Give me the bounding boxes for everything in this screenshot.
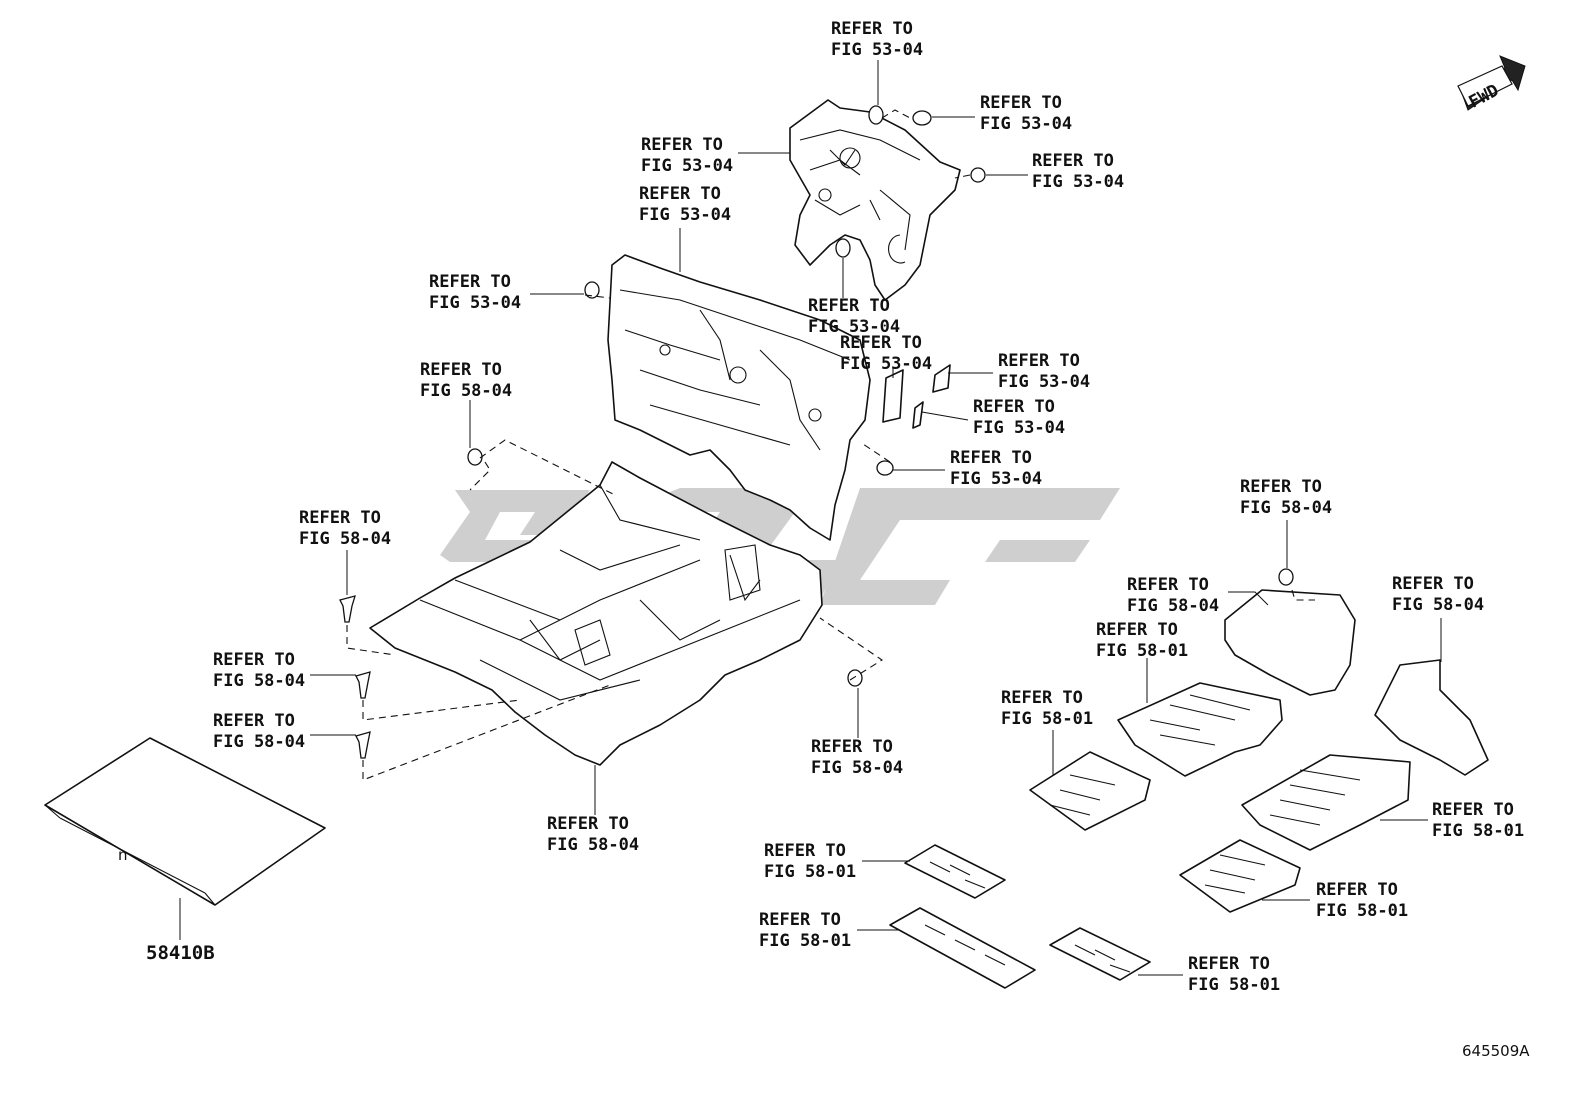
dash-silencer-lower [607, 254, 871, 541]
callout-line1: REFER TO [759, 910, 841, 930]
callout-line1: REFER TO [429, 272, 511, 292]
callout-line1: REFER TO [1316, 880, 1398, 900]
callout-fig: FIG 58-04 [213, 671, 305, 691]
callout-fig: FIG 58-04 [547, 835, 639, 855]
figure-id: 645509A [1462, 1042, 1530, 1060]
callout-fig: FIG 53-04 [980, 114, 1072, 134]
callout-line1: REFER TO [213, 711, 295, 731]
callout-line1: REFER TO [299, 508, 381, 528]
floor-silencer-pads [889, 589, 1489, 989]
callout-line1: REFER TO [840, 333, 922, 353]
callout-fig: FIG 53-04 [831, 40, 923, 60]
callout-line1: REFER TO [213, 650, 295, 670]
callout-fig: FIG 58-01 [764, 862, 856, 882]
callout-line1: REFER TO [998, 351, 1080, 371]
callout-fig: FIG 58-04 [1392, 595, 1484, 615]
callout-line1: REFER TO [764, 841, 846, 861]
dash-silencer-upper [789, 99, 961, 301]
callout-line1: REFER TO [420, 360, 502, 380]
callout-line1: REFER TO [1001, 688, 1083, 708]
callout-fig: FIG 53-04 [950, 469, 1042, 489]
callout-line1: REFER TO [950, 448, 1032, 468]
callout-line1: REFER TO [547, 814, 629, 834]
callout-fig: FIG 58-01 [1432, 821, 1524, 841]
callout-fig: FIG 58-04 [1127, 596, 1219, 616]
callout-line1: REFER TO [1392, 574, 1474, 594]
part-number: 58410B [146, 942, 215, 964]
small-sheets [882, 364, 951, 429]
callout-fig: FIG 58-04 [299, 529, 391, 549]
luggage-mat: n [44, 737, 326, 906]
callout-fig: FIG 53-04 [840, 354, 932, 374]
callout-line1: REFER TO [641, 135, 723, 155]
callout-line1: REFER TO [1432, 800, 1514, 820]
floor-carpet [369, 461, 823, 766]
callouts: REFER TO FIG 53-04 REFER TO FIG 53-04 RE… [213, 19, 1524, 995]
callout-fig: FIG 58-01 [759, 931, 851, 951]
forward-arrow-icon: FWD [1457, 55, 1526, 113]
callout-line1: REFER TO [1032, 151, 1114, 171]
callout-fig: FIG 53-04 [808, 317, 900, 337]
callout-fig: FIG 58-04 [811, 758, 903, 778]
callout-line1: REFER TO [639, 184, 721, 204]
assembly-lines [346, 109, 1315, 781]
callout-line1: REFER TO [808, 296, 890, 316]
callout-fig: FIG 58-01 [1001, 709, 1093, 729]
callout-fig: FIG 53-04 [639, 205, 731, 225]
callout-fig: FIG 53-04 [641, 156, 733, 176]
callout-fig: FIG 53-04 [429, 293, 521, 313]
callout-fig: FIG 58-04 [420, 381, 512, 401]
callout-fig: FIG 58-04 [1240, 498, 1332, 518]
callout-line1: REFER TO [973, 397, 1055, 417]
callout-fig: FIG 58-01 [1188, 975, 1280, 995]
callout-fig: FIG 58-01 [1096, 641, 1188, 661]
svg-text:n: n [118, 846, 128, 864]
callout-line1: REFER TO [811, 737, 893, 757]
callout-fig: FIG 53-04 [973, 418, 1065, 438]
callout-fig: FIG 58-01 [1316, 901, 1408, 921]
callout-fig: FIG 53-04 [998, 372, 1090, 392]
callout-line1: REFER TO [1188, 954, 1270, 974]
callout-line1: REFER TO [1240, 477, 1322, 497]
callout-fig: FIG 53-04 [1032, 172, 1124, 192]
callout-line1: REFER TO [1096, 620, 1178, 640]
leader-lines [179, 60, 1442, 976]
callout-fig: FIG 58-04 [213, 732, 305, 752]
callout-line1: REFER TO [1127, 575, 1209, 595]
clips [339, 105, 1294, 759]
callout-line1: REFER TO [980, 93, 1062, 113]
callout-line1: REFER TO [831, 19, 913, 39]
